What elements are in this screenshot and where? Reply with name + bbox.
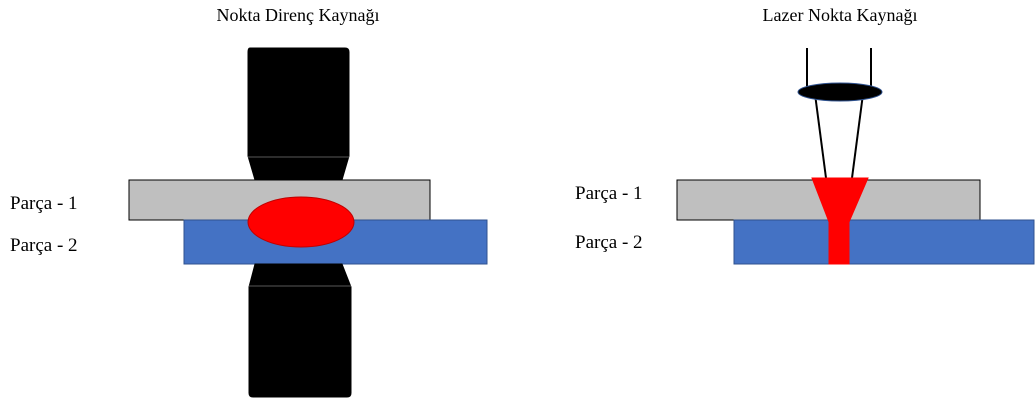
resistance-weld-illustration: [128, 47, 488, 398]
laser-spot-weld-title: Lazer Nokta Kaynağı: [762, 5, 918, 25]
upper-electrode: [247, 47, 350, 181]
laser-weld-illustration: [676, 48, 1035, 265]
weld-nugget: [247, 196, 355, 248]
right-part1-label: Parça - 1: [575, 183, 643, 204]
right-part2-label: Parça - 2: [575, 232, 643, 253]
resistance-spot-weld-title: Nokta Direnç Kaynağı: [216, 5, 380, 25]
lower-electrode: [248, 263, 352, 398]
left-part2-label: Parça - 2: [10, 235, 78, 256]
laser-beam-left-lower: [814, 93, 827, 179]
laser-weld-seam: [811, 177, 869, 265]
laser-beam-right-lower: [851, 93, 864, 179]
left-part1-label: Parça - 1: [10, 193, 78, 214]
right-part2-sheet: [733, 219, 1035, 265]
focusing-lens: [797, 82, 883, 102]
